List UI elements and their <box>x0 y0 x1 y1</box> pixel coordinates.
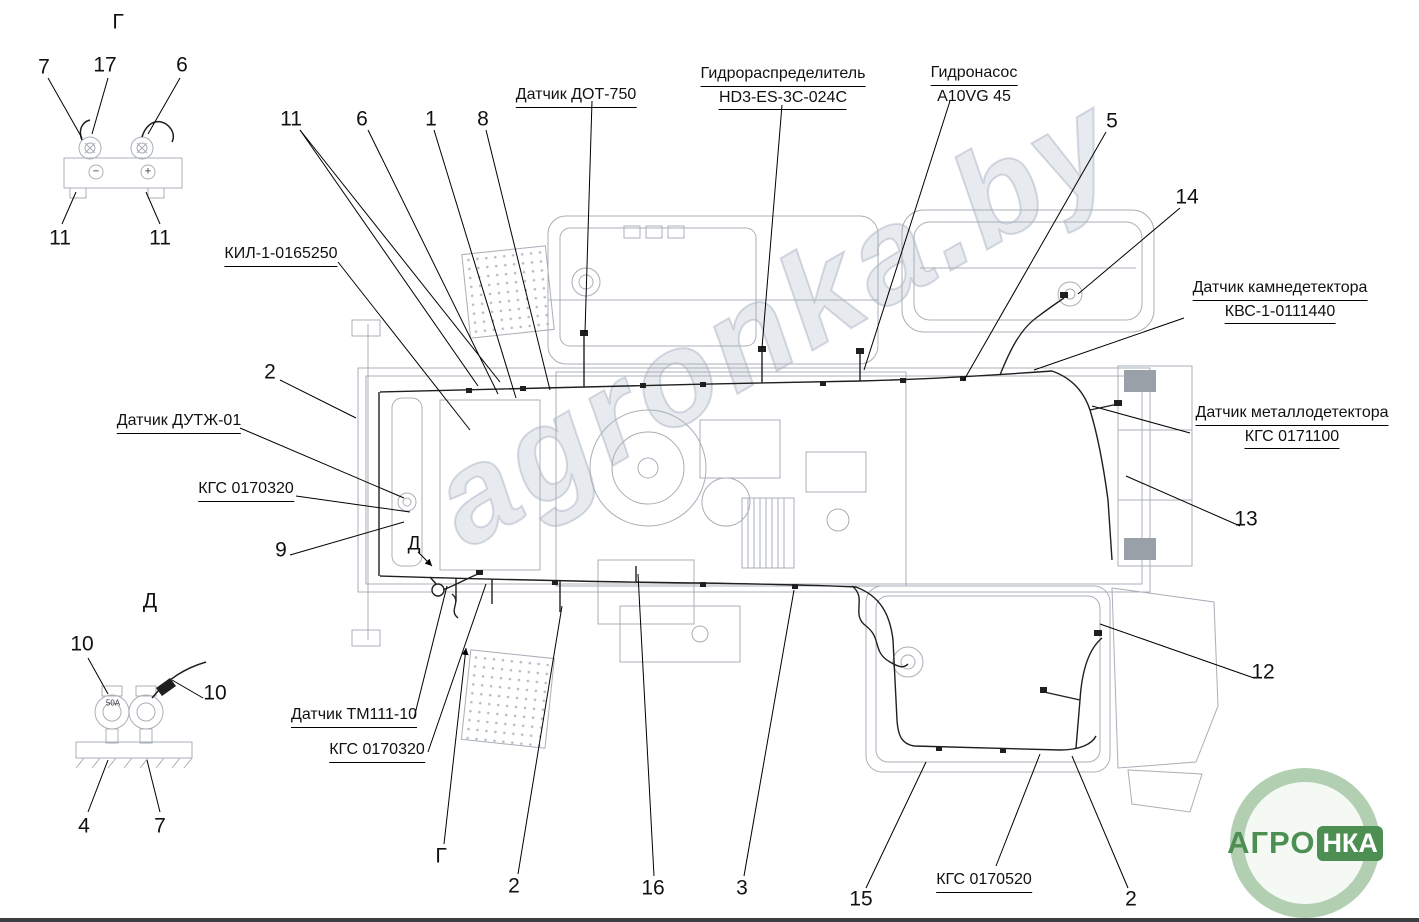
label-kil-text: КИЛ-1-0165250 <box>224 243 338 267</box>
label-dot-750: Датчик ДОТ-750 <box>515 84 637 108</box>
stone-area-sensor-circle <box>1057 281 1083 307</box>
callout-11: 11 <box>280 107 302 131</box>
label-hydro-distributor-line2: HD3-ES-3C-024C <box>718 87 848 111</box>
machine-outline <box>351 209 1219 813</box>
label-kil: КИЛ-1-0165250 <box>224 243 338 267</box>
callout-14: 14 <box>1175 185 1199 209</box>
label-metal-detector-line1: Датчик металлодетектора <box>1195 402 1389 426</box>
callout-12: 12 <box>1251 660 1275 684</box>
label-hydro-pump: Гидронасос A10VG 45 <box>930 62 1018 107</box>
agronka-logo-text-green: АГРО <box>1227 825 1316 860</box>
callout-11-left-detail-g: 11 <box>49 226 71 250</box>
callout-7-detail-d: 7 <box>154 814 166 838</box>
label-metal-detector-line2: КГС 0171100 <box>1244 426 1340 450</box>
detail-d-title: Д <box>142 589 158 613</box>
callout-6-detail-g: 6 <box>176 53 188 77</box>
callout-9: 9 <box>275 538 287 562</box>
fuel-level-sensor-circle <box>397 492 417 512</box>
agronka-logo-text-boxed: НКА <box>1317 825 1383 861</box>
label-kgs-0170320-b: КГС 0170320 <box>329 739 425 763</box>
callout-6: 6 <box>356 107 368 131</box>
fuse-marking-text: 50А <box>105 698 121 708</box>
callout-4-detail-d: 4 <box>78 814 90 838</box>
label-tm111: Датчик ТМ111-10 <box>291 704 417 728</box>
label-kgs-0170520-text: КГС 0170520 <box>936 869 1032 893</box>
callout-10-right-detail-d: 10 <box>203 681 227 705</box>
callout-2-bottom-right: 2 <box>1125 887 1137 911</box>
label-dutzh: Датчик ДУТЖ-01 <box>116 410 242 434</box>
callout-13: 13 <box>1234 507 1258 531</box>
agronka-logo: АГРО НКА <box>1227 768 1383 918</box>
label-kgs-0170320-b-text: КГС 0170320 <box>329 739 425 763</box>
callout-8: 8 <box>477 107 489 131</box>
label-stone-detector-line2: КВС-1-0111440 <box>1224 301 1336 325</box>
label-dot-750-text: Датчик ДОТ-750 <box>515 84 637 108</box>
plus-terminal-symbol: + <box>144 165 152 178</box>
detail-g-title: Г <box>112 10 124 34</box>
leader-lines <box>47 77 1255 889</box>
callout-1: 1 <box>425 107 437 131</box>
detail-view-g-drawing <box>63 136 183 199</box>
label-kgs-0170520: КГС 0170520 <box>936 869 1032 893</box>
callout-7-detail-g: 7 <box>38 55 50 79</box>
label-kgs-0170320-a-text: КГС 0170320 <box>198 478 294 502</box>
label-stone-detector-line1: Датчик камнедетектора <box>1192 277 1368 301</box>
bottom-edge-line <box>0 918 1419 922</box>
view-marker-d: Д <box>407 533 421 555</box>
detail-view-g-wires <box>79 119 175 143</box>
label-metal-detector: Датчик металлодетектора КГС 0171100 <box>1195 402 1389 450</box>
label-kgs-0170320-a: КГС 0170320 <box>198 478 294 502</box>
label-hydro-pump-line1: Гидронасос <box>930 62 1018 86</box>
label-hydro-distributor: Гидрораспределитель HD3-ES-3C-024C <box>700 63 866 111</box>
minus-terminal-symbol: − <box>92 165 100 178</box>
label-hydro-pump-line2: A10VG 45 <box>937 87 1011 105</box>
view-marker-g: Г <box>435 844 447 868</box>
callout-10-left-detail-d: 10 <box>70 632 94 656</box>
callout-17-detail-g: 17 <box>93 53 117 77</box>
detail-view-d-wires <box>151 661 207 699</box>
label-dutzh-text: Датчик ДУТЖ-01 <box>116 410 242 434</box>
label-stone-detector: Датчик камнедетектора КВС-1-0111440 <box>1192 277 1368 325</box>
callout-2-left: 2 <box>264 360 276 384</box>
callout-2-bottom-left: 2 <box>508 874 520 898</box>
callout-15: 15 <box>849 887 873 911</box>
callout-11-right-detail-g: 11 <box>149 226 171 250</box>
detail-view-d-drawing <box>75 685 193 769</box>
callout-5: 5 <box>1106 109 1118 133</box>
callout-16: 16 <box>641 876 665 900</box>
wiring-connectors <box>466 292 1122 753</box>
label-tm111-text: Датчик ТМ111-10 <box>291 704 417 728</box>
label-hydro-distributor-line1: Гидрораспределитель <box>700 63 866 87</box>
callout-3: 3 <box>736 876 748 900</box>
